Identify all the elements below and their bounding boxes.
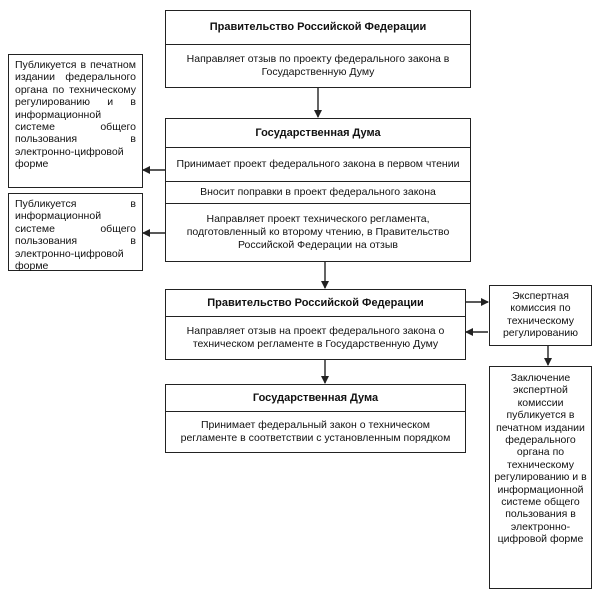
block-government-1: Правительство Российской Федерации Напра…	[165, 10, 471, 88]
block-duma-1: Государственная Дума Принимает проект фе…	[165, 118, 471, 262]
block-duma-1-first-reading: Принимает проект федерального закона в п…	[166, 148, 470, 182]
block-duma-2-action: Принимает федеральный закон о техническо…	[180, 419, 451, 444]
block-duma-2: Государственная Дума Принимает федеральн…	[165, 384, 466, 453]
block-government-1-title: Правительство Российской Федерации	[166, 11, 470, 45]
note-expert-conclusion: Заключение экспертной комиссии публикует…	[489, 366, 592, 589]
block-government-1-action: Направляет отзыв по проекту федерального…	[186, 53, 450, 78]
block-duma-1-send-for-review: Направляет проект технического регламент…	[186, 213, 450, 251]
note-published-print: Публикуется в печатном издании федеральн…	[8, 54, 143, 188]
note-expert-commission: Экспертная комиссия по техническому регу…	[489, 285, 592, 346]
block-government-2: Правительство Российской Федерации Напра…	[165, 289, 466, 360]
block-government-2-action: Направляет отзыв на проект федерального …	[186, 325, 445, 350]
block-duma-1-amendments: Вносит поправки в проект федерального за…	[166, 182, 470, 204]
block-duma-1-title: Государственная Дума	[166, 119, 470, 148]
block-duma-2-title: Государственная Дума	[166, 385, 465, 412]
block-government-2-title: Правительство Российской Федерации	[166, 290, 465, 317]
note-published-info: Публикуется в информационной системе общ…	[8, 193, 143, 272]
